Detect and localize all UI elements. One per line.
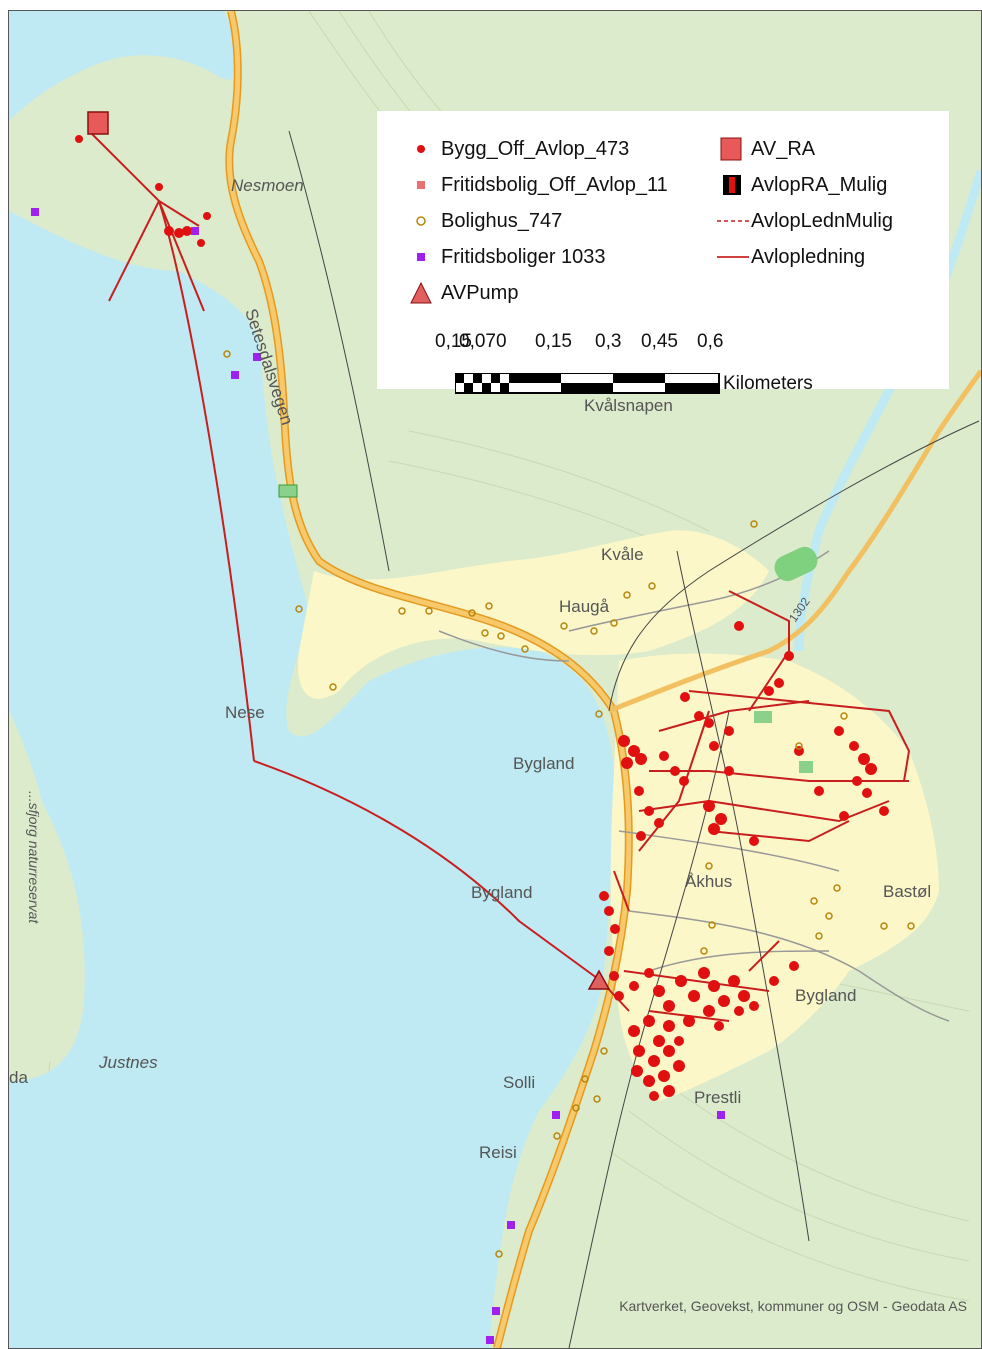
road-1302 xyxy=(608,369,981,714)
legend-label: AvlopLednMulig xyxy=(751,209,893,232)
legend-item-bygg: Bygg_Off_Avlop_473 xyxy=(407,137,629,161)
settlement-akhus xyxy=(610,653,939,1101)
label-nesmoen: Nesmoen xyxy=(231,176,304,195)
purple-square-icon xyxy=(407,245,441,269)
label-bastol: Bastøl xyxy=(883,882,931,901)
scale-tick: 0,3 xyxy=(595,331,622,352)
scale-unit: Kilometers xyxy=(723,373,813,394)
scale-tick: 0,070 xyxy=(459,331,507,352)
legend-label: Fritidsboliger 1033 xyxy=(441,245,606,268)
lake-bygland xyxy=(9,11,614,1348)
map-attribution: Kartverket, Geovekst, kommuner og OSM - … xyxy=(619,1298,967,1314)
river xyxy=(794,169,981,652)
solid-line-icon xyxy=(717,245,751,269)
label-nese: Nese xyxy=(225,703,265,722)
small-field-3 xyxy=(799,761,813,773)
small-field xyxy=(278,484,298,498)
scale-tick: 0,6 xyxy=(697,331,724,352)
legend-label: Bolighus_747 xyxy=(441,209,563,232)
legend-item-avlopra-mulig: AvlopRA_Mulig xyxy=(717,173,887,197)
label-da: da xyxy=(9,1068,28,1087)
road-9-inner xyxy=(226,11,632,1348)
legend-item-bolighus: Bolighus_747 xyxy=(407,209,562,233)
red-triangle-icon xyxy=(407,281,441,305)
label-kvale: Kvåle xyxy=(601,545,644,564)
label-solli: Solli xyxy=(503,1073,535,1092)
legend-item-avlopledning: Avlopledning xyxy=(717,245,865,269)
scale-tick: 0,45 xyxy=(641,331,678,352)
map-legend: Bygg_Off_Avlop_473 Fritidsbolig_Off_Avlo… xyxy=(377,111,949,394)
peninsula xyxy=(9,55,249,262)
label-kvalsnapen: Kvålsnapen xyxy=(584,396,673,415)
label-prestli: Prestli xyxy=(694,1088,741,1107)
scale-bar-graphic xyxy=(455,373,720,394)
west-shore xyxy=(9,711,70,1081)
dashed-line-icon xyxy=(717,209,751,233)
bolighus-points xyxy=(223,350,915,1258)
red-square-icon xyxy=(717,137,751,161)
legend-label: AV_RA xyxy=(751,137,816,160)
bygg-off-avlop-points xyxy=(75,135,889,1101)
pink-square-icon xyxy=(407,173,441,197)
small-island xyxy=(9,129,34,196)
black-red-square-icon xyxy=(717,173,751,197)
legend-item-fritidsboliger: Fritidsboliger 1033 xyxy=(407,245,606,269)
avpump-symbol xyxy=(587,969,611,990)
legend-label: AvlopRA_Mulig xyxy=(751,173,888,196)
map-frame[interactable]: Nesmoen Setesdalsvegen Kvålsnapen Kvåle … xyxy=(8,10,982,1349)
av-ra-symbol xyxy=(87,111,109,135)
label-reisi: Reisi xyxy=(479,1143,517,1162)
label-hauga: Haugå xyxy=(559,597,610,616)
legend-item-avlopledn-mulig: AvlopLednMulig xyxy=(717,209,893,233)
legend-item-avpump: AVPump xyxy=(407,281,518,305)
red-dot-icon xyxy=(407,137,441,161)
legend-label: Bygg_Off_Avlop_473 xyxy=(441,137,630,160)
label-naturreservat: ...sfjorg naturreservat xyxy=(26,791,42,924)
legend-label: Fritidsbolig_Off_Avlop_11 xyxy=(441,173,668,196)
label-justnes: Justnes xyxy=(98,1053,158,1072)
label-bygland-water: Bygland xyxy=(471,883,532,902)
label-bygland-lake: Bygland xyxy=(513,754,574,773)
label-bygland-east: Bygland xyxy=(795,986,856,1005)
legend-item-av-ra: AV_RA xyxy=(717,137,815,161)
legend-label: AVPump xyxy=(441,281,519,304)
legend-item-fritidsbolig: Fritidsbolig_Off_Avlop_11 xyxy=(407,173,668,197)
settlement-kvale xyxy=(298,530,769,699)
sport-field xyxy=(774,546,818,582)
small-field-2 xyxy=(754,711,772,723)
scale-tick: 0,15 xyxy=(435,331,472,352)
scale-tick: 0,15 xyxy=(535,331,572,352)
house-symbol-icon xyxy=(407,209,441,233)
label-akhus: Åkhus xyxy=(685,872,732,891)
fritidsboliger-points xyxy=(31,208,725,1344)
legend-label: Avlopledning xyxy=(751,245,866,268)
